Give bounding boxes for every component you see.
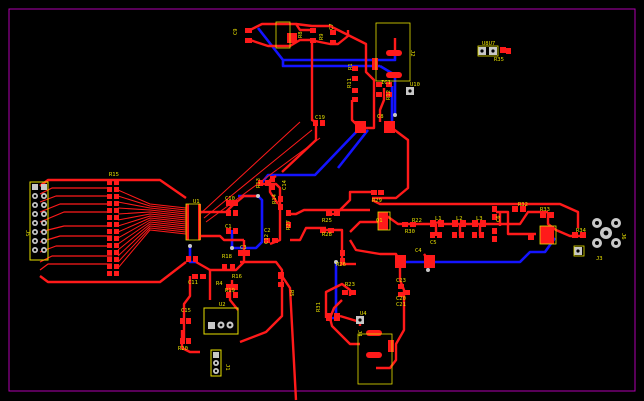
label-R5: R5 (288, 290, 294, 297)
label-J6: J6 (620, 233, 626, 240)
label-L3: L3 (476, 216, 483, 222)
label-R9: R9 (319, 33, 325, 40)
label-R4: R4 (216, 281, 223, 287)
board-outline (8, 8, 636, 392)
label-R31: R31 (316, 302, 322, 312)
label-C4: C4 (415, 248, 422, 254)
label-IC1: IC1 (381, 80, 391, 86)
label-J3: J3 (596, 256, 603, 262)
label-R35: R35 (494, 57, 504, 63)
label-C19: C19 (315, 115, 325, 121)
label-R30: R30 (405, 229, 415, 235)
label-U4: U4 (360, 311, 367, 317)
label-R27: R27 (286, 220, 292, 230)
label-R32: R32 (518, 202, 528, 208)
label-R16: R16 (232, 274, 242, 280)
label-U10: U10 (410, 82, 420, 88)
label-R34: R34 (576, 228, 587, 234)
label-L1: L1 (435, 216, 442, 222)
label-J5: J5 (24, 230, 30, 237)
label-J1: J1 (224, 364, 230, 371)
label-C5: C5 (430, 240, 437, 246)
label-U2: U2 (219, 302, 226, 308)
label-R25: R25 (322, 218, 332, 224)
label-C11: C11 (188, 280, 198, 286)
label-C10: C10 (225, 196, 235, 202)
label-C20: C20 (396, 296, 406, 302)
label-U8U7: U8U7 (482, 41, 495, 47)
label-U1: U1 (193, 199, 200, 205)
label-Q1: Q1 (376, 218, 383, 224)
label-C3: C3 (240, 245, 247, 251)
pads (107, 28, 586, 358)
label-R11: R11 (347, 78, 353, 88)
label-R14: R14 (272, 193, 278, 204)
label-C6: C6 (496, 215, 502, 222)
through-hole-pads (29, 47, 621, 377)
label-C2: C2 (264, 228, 271, 234)
label-C7: C7 (329, 23, 335, 30)
label-J2: J2 (409, 50, 415, 57)
label-C9: C9 (233, 28, 239, 35)
label-R1: R1 (348, 63, 354, 70)
label-R13: R13 (256, 178, 262, 188)
vias (188, 113, 430, 272)
label-C14: C14 (282, 179, 288, 190)
label-C23: C23 (396, 278, 406, 284)
silkscreen-labels: C9 R8 R9 C7 U10 J2 R11 IC1 R12 C19 C8 R1… (24, 23, 626, 370)
label-R20: R20 (178, 346, 188, 352)
label-R29: R29 (372, 198, 382, 204)
label-R26: R26 (336, 262, 346, 268)
label-R23: R23 (345, 282, 355, 288)
label-R28: R28 (322, 232, 332, 238)
label-L2: L2 (456, 216, 463, 222)
label-R19: R19 (225, 288, 235, 294)
label-R12: R12 (386, 90, 392, 100)
label-R22: R22 (412, 218, 422, 224)
label-C12: C12 (264, 234, 270, 244)
label-C1: C1 (225, 224, 232, 230)
label-J4: J4 (356, 330, 362, 337)
label-C8: C8 (377, 114, 384, 120)
label-R15: R15 (109, 172, 119, 178)
silkscreen-outlines (185, 21, 585, 385)
label-R8: R8 (298, 31, 304, 38)
label-R18: R18 (222, 254, 232, 260)
label-C21: C21 (396, 302, 406, 308)
label-C15: C15 (181, 308, 191, 314)
label-R33: R33 (540, 207, 550, 213)
